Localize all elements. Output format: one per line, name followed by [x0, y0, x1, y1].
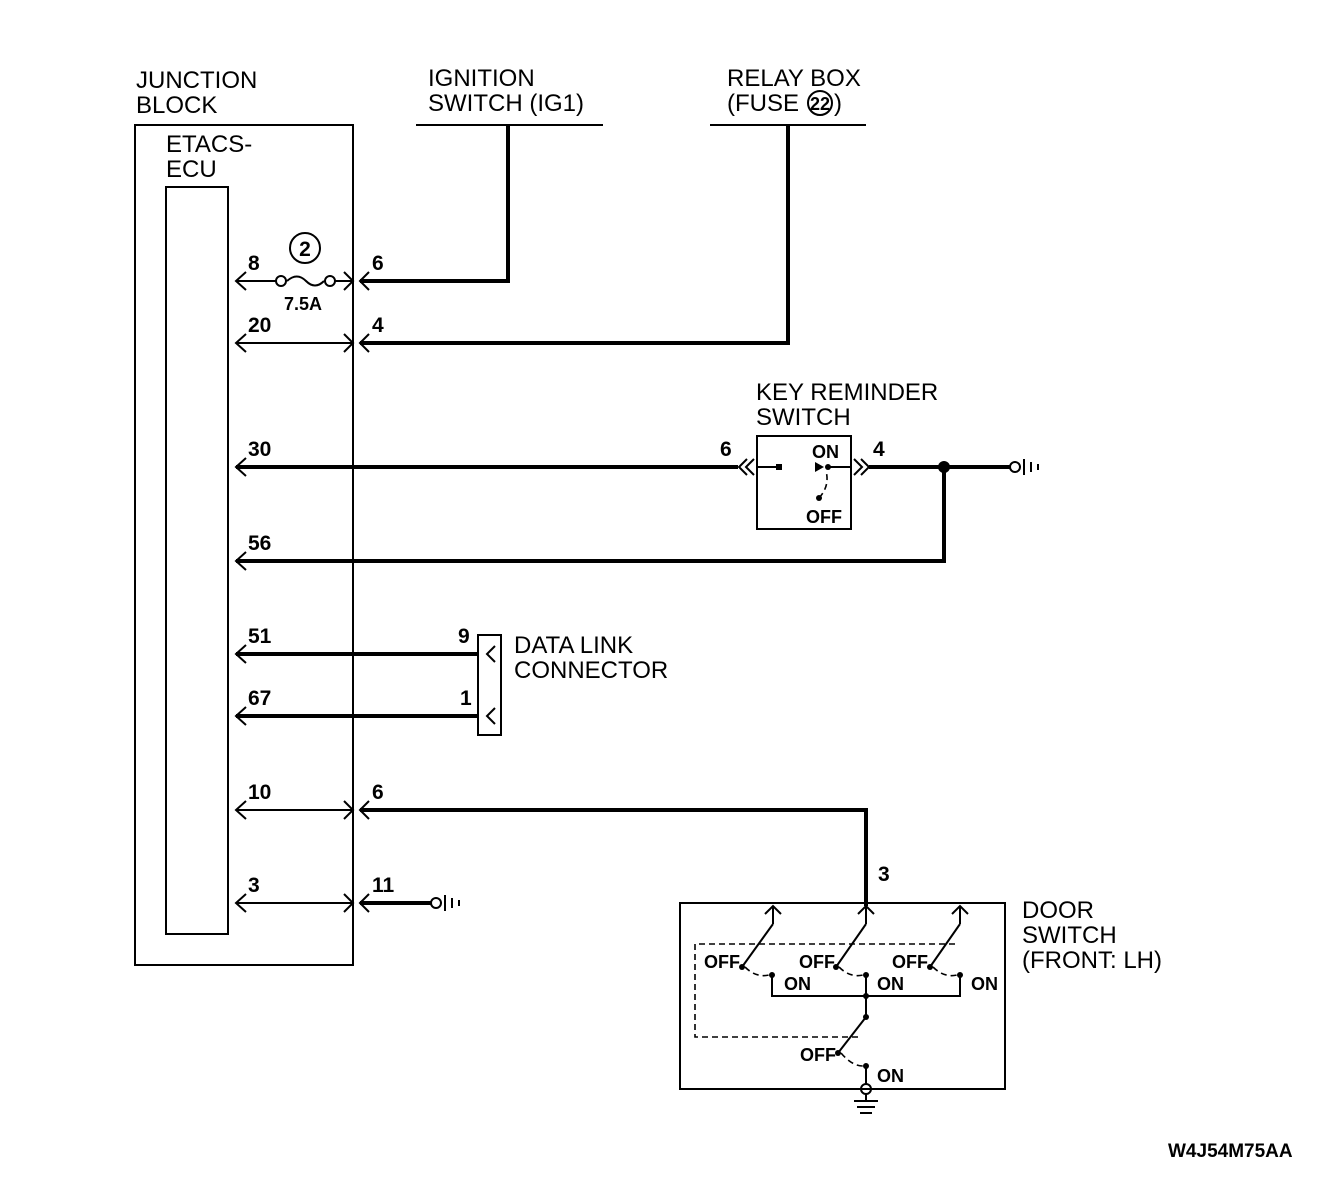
pin-ecu-67: 67 — [248, 687, 271, 710]
door-switch-3-on-label: ON — [971, 974, 998, 994]
pin-ecu-20: 20 — [248, 314, 271, 337]
door-switch-1-on-label: ON — [784, 974, 811, 994]
pin-ecu-8: 8 — [248, 252, 260, 275]
door-switch-2-arc — [838, 966, 864, 977]
door-switch-1-off-label: OFF — [704, 952, 740, 972]
wire-to-relay-box — [360, 125, 790, 345]
door-switch-3-pivot — [927, 964, 933, 970]
fuse-terminal-left — [275, 275, 287, 287]
ignition-switch-label-2: SWITCH (IG1) — [428, 90, 584, 117]
wire-to-ignition-switch — [360, 125, 510, 283]
door-switch-4-on-label: ON — [877, 1066, 904, 1086]
diagram-code: W4J54M75AA — [1168, 1141, 1293, 1162]
pin-jb-11: 11 — [372, 874, 395, 897]
junction-block-label-1: JUNCTION — [136, 67, 257, 94]
connector-jb-11-a — [343, 893, 355, 913]
key-reminder-switch-box — [756, 435, 852, 530]
etacs-ecu-box — [165, 186, 229, 935]
door-switch-label-1: DOOR — [1022, 897, 1094, 924]
fuse-terminal-right — [324, 275, 336, 287]
fuse-number-circle — [289, 232, 321, 264]
connector-krs-6-b — [744, 458, 755, 476]
door-switch-1-blade — [741, 923, 774, 968]
pin-jb-6-top: 6 — [372, 252, 384, 275]
door-terminal-3 — [857, 904, 875, 924]
pin-jb-6-bottom: 6 — [372, 781, 384, 804]
door-switch-box — [679, 902, 1006, 1090]
door-switch-4-blade — [837, 1016, 867, 1054]
wire-to-door-switch — [360, 808, 868, 892]
door-switch-2-pivot — [833, 964, 839, 970]
door-terminal-1 — [764, 904, 782, 924]
key-reminder-label-1: KEY REMINDER — [756, 379, 938, 406]
fuse-number: 2 — [299, 238, 311, 261]
relay-fuse-number: 22 — [810, 94, 830, 114]
door-switch-label-2: SWITCH — [1022, 922, 1117, 949]
connector-jb-6-bottom-a — [343, 800, 355, 820]
ignition-switch-label-1: IGNITION — [428, 65, 535, 92]
door-switch-2-on-label: ON — [877, 974, 904, 994]
junction-block-box — [134, 124, 354, 966]
krs-contact-fixed — [776, 464, 782, 470]
pin-ecu-30: 30 — [248, 438, 271, 461]
wire-56 — [236, 467, 946, 563]
fuse-icon — [286, 275, 325, 287]
connector-jb-4-a — [343, 333, 355, 353]
pin-jb-4: 4 — [372, 314, 384, 337]
door-switch-1-arc — [744, 966, 770, 977]
pin-dlc-1: 1 — [460, 687, 472, 710]
relay-box-label-1: RELAY BOX — [727, 65, 861, 92]
connector-dlc-1 — [485, 707, 496, 725]
data-link-connector-box — [477, 634, 502, 736]
pin-krs-4: 4 — [873, 438, 885, 461]
krs-on-arrow — [815, 462, 824, 472]
junction-block-label-2: BLOCK — [136, 92, 217, 119]
relay-box-label-2-prefix: (FUSE — [727, 90, 799, 117]
krs-movable-contact — [818, 470, 828, 499]
connector-krs-4-a — [853, 458, 864, 476]
pin-door-3: 3 — [878, 863, 890, 886]
pin-krs-6: 6 — [720, 438, 732, 461]
door-linkage-dashed — [694, 943, 955, 1038]
door-switch-3-arc — [932, 966, 958, 977]
door-switch-2-off-label: OFF — [799, 952, 835, 972]
connector-krs-6-a — [737, 458, 748, 476]
krs-on-label: ON — [812, 442, 839, 462]
pin-ecu-56: 56 — [248, 532, 271, 555]
door-switch-1-pivot — [739, 964, 745, 970]
door-switch-4-pivot — [835, 1050, 841, 1056]
door-switch-4-off-label: OFF — [800, 1045, 836, 1065]
door-switch-label-3: (FRONT: LH) — [1022, 947, 1162, 974]
data-link-label-2: CONNECTOR — [514, 657, 668, 684]
relay-fuse-number-circle — [807, 90, 833, 116]
door-common-junction — [863, 993, 869, 999]
door-switch-3-off-label: OFF — [892, 952, 928, 972]
pin-ecu-10: 10 — [248, 781, 271, 804]
fuse-rating: 7.5A — [284, 294, 322, 314]
pin-dlc-9: 9 — [458, 625, 470, 648]
pin-ecu-51: 51 — [248, 625, 272, 648]
data-link-label-1: DATA LINK — [514, 632, 633, 659]
door-switch-4-arc — [840, 1052, 864, 1067]
connector-dlc-9 — [485, 645, 496, 663]
krs-off-label: OFF — [806, 507, 842, 527]
door-switch-3-blade — [929, 923, 961, 968]
pin-ecu-3: 3 — [248, 874, 260, 897]
ground-terminal-krs — [1009, 461, 1021, 473]
etacs-ecu-label-1: ETACS- — [166, 131, 252, 158]
connector-jb-6-top-a — [343, 271, 355, 291]
key-reminder-label-2: SWITCH — [756, 404, 851, 431]
ground-terminal-11 — [430, 897, 442, 909]
krs-contact-off — [816, 495, 822, 501]
etacs-ecu-label-2: ECU — [166, 156, 217, 183]
door-terminal-2 — [951, 904, 969, 924]
relay-box-label-2-suffix: ) — [834, 90, 842, 117]
door-switch-2-blade — [835, 923, 867, 968]
